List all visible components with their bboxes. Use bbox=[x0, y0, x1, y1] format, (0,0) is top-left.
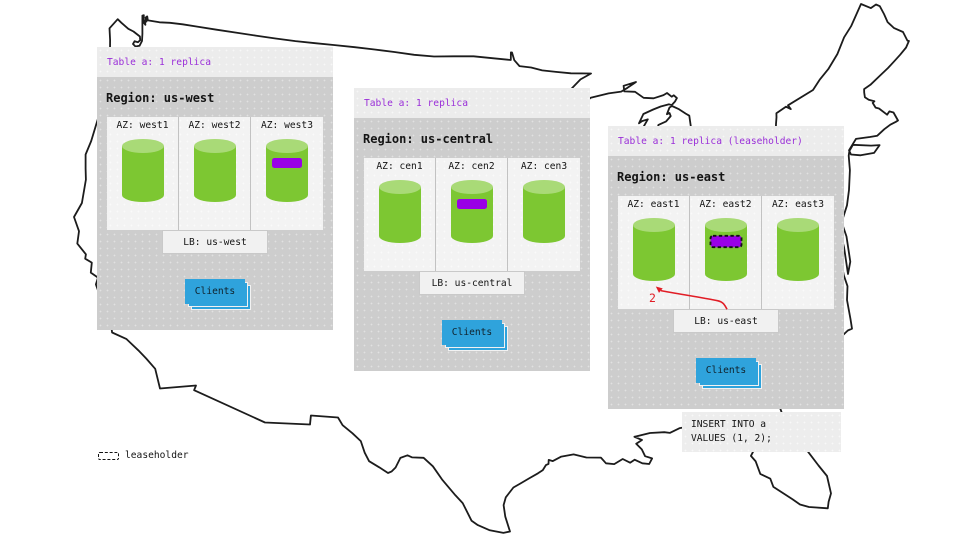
sql-statement-box: INSERT INTO a VALUES (1, 2); bbox=[682, 412, 841, 452]
database-cylinder bbox=[523, 180, 565, 243]
leaseholder-legend: leaseholder bbox=[98, 450, 189, 461]
sql-line: VALUES (1, 2); bbox=[691, 433, 772, 444]
clients-button-face[interactable]: Clients bbox=[442, 320, 502, 345]
load-balancer-label: LB: us-east bbox=[694, 315, 758, 327]
region-title: Region: us-central bbox=[363, 132, 494, 146]
panel-header: Table a: 1 replica bbox=[354, 88, 590, 118]
az-column: AZ: cen3 bbox=[508, 158, 580, 271]
database-cylinder bbox=[777, 218, 819, 281]
table-replica-label: Table a: 1 replica bbox=[107, 56, 211, 68]
panel-header: Table a: 1 replica bbox=[97, 47, 333, 77]
clients-button-face[interactable]: Clients bbox=[185, 279, 245, 304]
region-panel-us-central: Table a: 1 replica Region: us-central AZ… bbox=[354, 88, 590, 371]
load-balancer-box: LB: us-central bbox=[419, 271, 525, 295]
az-column: AZ: west1 bbox=[107, 117, 179, 230]
load-balancer-label: LB: us-central bbox=[431, 277, 513, 289]
az-column: AZ: east2 bbox=[690, 196, 762, 309]
legend-label: leaseholder bbox=[125, 450, 189, 461]
az-column: AZ: east3 bbox=[762, 196, 834, 309]
leaseholder-replica-chip bbox=[709, 234, 743, 249]
az-column: AZ: west3 bbox=[251, 117, 323, 230]
replica-chip bbox=[272, 158, 302, 168]
database-cylinder bbox=[378, 180, 421, 243]
replica-chip bbox=[457, 199, 487, 209]
az-label: AZ: cen1 bbox=[376, 161, 423, 172]
az-label: AZ: west1 bbox=[116, 120, 169, 131]
panel-header: Table a: 1 replica (leaseholder) bbox=[608, 126, 844, 156]
az-label: AZ: east2 bbox=[699, 199, 752, 210]
panel-body: Region: us-east AZ: east1 AZ: east2 AZ: … bbox=[608, 156, 844, 409]
load-balancer-box: LB: us-west bbox=[162, 230, 268, 254]
az-label: AZ: cen3 bbox=[520, 161, 568, 172]
az-column: AZ: west2 bbox=[179, 117, 251, 230]
az-label: AZ: west3 bbox=[261, 120, 313, 131]
table-replica-label: Table a: 1 replica bbox=[364, 97, 468, 109]
az-box: AZ: west1 AZ: west2 AZ: west3 bbox=[107, 117, 323, 230]
write-arrow-path bbox=[660, 289, 728, 310]
leaseholder-swatch-icon bbox=[98, 451, 119, 460]
clients-button-face[interactable]: Clients bbox=[696, 358, 756, 383]
clients-button[interactable]: Clients bbox=[442, 320, 508, 351]
database-cylinder bbox=[121, 139, 164, 202]
az-label: AZ: east3 bbox=[772, 199, 824, 210]
region-panel-us-east: Table a: 1 replica (leaseholder) Region:… bbox=[608, 126, 844, 452]
panel-body: Region: us-central AZ: cen1 AZ: cen2 AZ:… bbox=[354, 118, 590, 371]
az-column: AZ: cen2 bbox=[436, 158, 508, 271]
load-balancer-label: LB: us-west bbox=[183, 236, 247, 248]
load-balancer-box: LB: us-east bbox=[673, 309, 779, 333]
az-column: AZ: cen1 bbox=[364, 158, 436, 271]
arrowhead-icon bbox=[655, 286, 663, 293]
az-label: AZ: cen2 bbox=[448, 161, 495, 172]
clients-button[interactable]: Clients bbox=[185, 279, 251, 310]
az-label: AZ: west2 bbox=[188, 120, 241, 131]
az-column: AZ: east1 bbox=[618, 196, 690, 309]
clients-button[interactable]: Clients bbox=[696, 358, 762, 389]
region-panel-us-west: Table a: 1 replica Region: us-west AZ: w… bbox=[97, 47, 333, 330]
az-label: AZ: east1 bbox=[627, 199, 680, 210]
step-2-label: 2 bbox=[649, 291, 656, 305]
region-title: Region: us-east bbox=[617, 170, 726, 184]
az-box: AZ: cen1 AZ: cen2 AZ: cen3 bbox=[364, 158, 580, 271]
panel-body: Region: us-west AZ: west1 AZ: west2 AZ: … bbox=[97, 77, 333, 330]
database-cylinder bbox=[632, 218, 675, 281]
az-box: AZ: east1 AZ: east2 AZ: east3 bbox=[618, 196, 834, 309]
sql-line: INSERT INTO a bbox=[691, 419, 767, 430]
table-replica-label: Table a: 1 replica (leaseholder) bbox=[618, 135, 803, 147]
region-title: Region: us-west bbox=[106, 91, 215, 105]
database-cylinder bbox=[193, 139, 236, 202]
